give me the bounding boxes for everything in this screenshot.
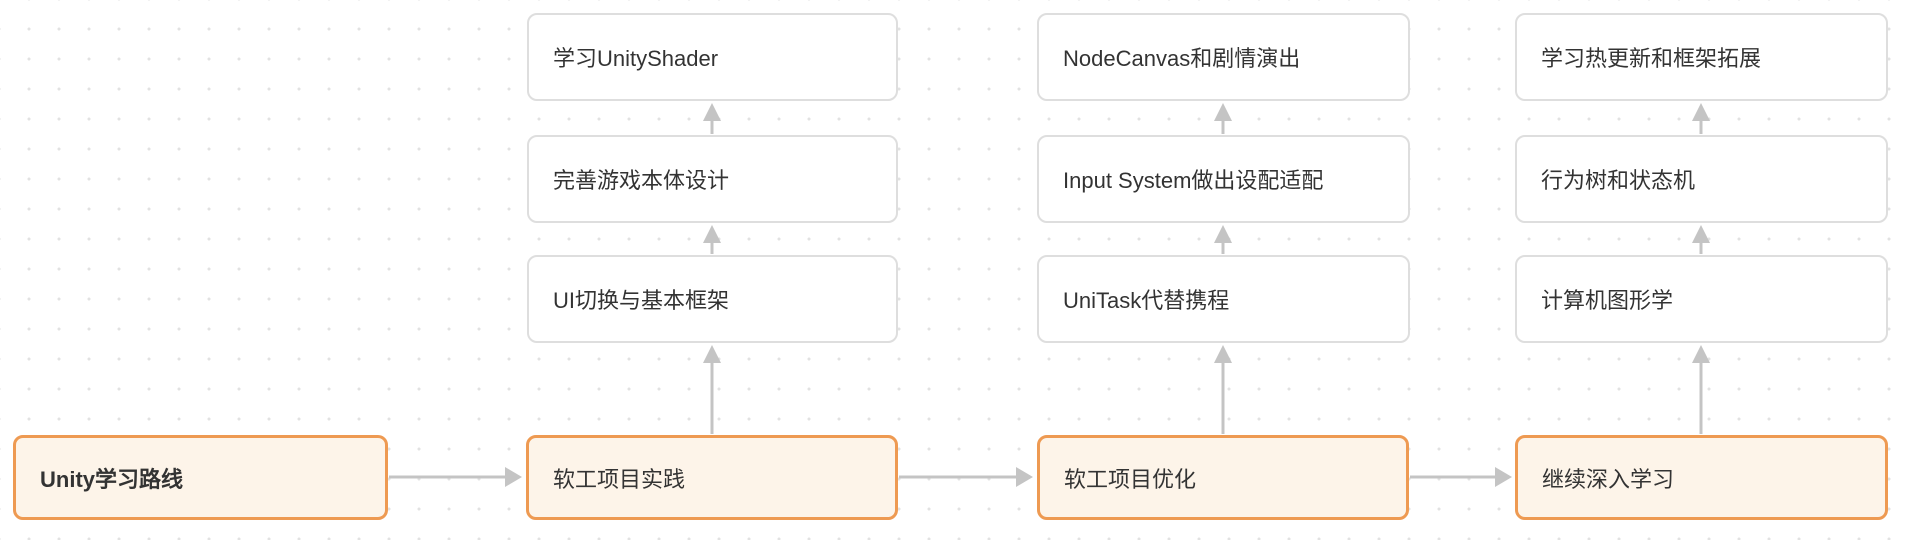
node-step-3-1-label: 计算机图形学 <box>1541 288 1674 313</box>
node-root-label: Unity学习路线 <box>40 466 184 492</box>
node-step-2-1-label: UniTask代替携程 <box>1063 288 1230 313</box>
node-step-1-1-label: UI切换与基本框架 <box>553 288 730 313</box>
node-root[interactable]: Unity学习路线 <box>13 435 388 520</box>
arrow-step-3-2-to-step-3-3 <box>1692 103 1710 134</box>
arrow-step-1-1-to-step-1-2 <box>703 225 721 254</box>
arrow-root-to-stage-1 <box>389 467 522 487</box>
node-step-2-2[interactable]: Input System做出设配适配 <box>1037 135 1410 223</box>
node-step-3-2[interactable]: 行为树和状态机 <box>1515 135 1888 223</box>
node-step-3-3-label: 学习热更新和框架拓展 <box>1541 46 1762 71</box>
arrow-step-3-1-to-step-3-2 <box>1692 225 1710 254</box>
node-stage-1[interactable]: 软工项目实践 <box>526 435 898 520</box>
arrow-stage-2-to-stage-3 <box>1410 467 1512 487</box>
node-stage-3[interactable]: 继续深入学习 <box>1515 435 1888 520</box>
arrow-stage-2-to-step-2-1 <box>1214 345 1232 434</box>
node-step-2-3[interactable]: NodeCanvas和剧情演出 <box>1037 13 1410 101</box>
node-step-1-2[interactable]: 完善游戏本体设计 <box>527 135 898 223</box>
arrow-step-2-1-to-step-2-2 <box>1214 225 1232 254</box>
node-stage-3-label: 继续深入学习 <box>1542 466 1675 492</box>
node-step-1-1[interactable]: UI切换与基本框架 <box>527 255 898 343</box>
arrow-stage-1-to-stage-2 <box>899 467 1033 487</box>
node-step-2-3-label: NodeCanvas和剧情演出 <box>1063 46 1301 71</box>
arrow-step-2-2-to-step-2-3 <box>1214 103 1232 134</box>
node-step-1-2-label: 完善游戏本体设计 <box>553 168 730 193</box>
node-step-3-3[interactable]: 学习热更新和框架拓展 <box>1515 13 1888 101</box>
node-step-1-3-label: 学习UnityShader <box>553 46 719 71</box>
arrow-stage-3-to-step-3-1 <box>1692 345 1710 434</box>
arrow-step-1-2-to-step-1-3 <box>703 103 721 134</box>
node-step-3-2-label: 行为树和状态机 <box>1541 168 1696 193</box>
node-step-2-1[interactable]: UniTask代替携程 <box>1037 255 1410 343</box>
arrow-stage-1-to-step-1-1 <box>703 345 721 434</box>
node-step-2-2-label: Input System做出设配适配 <box>1063 168 1324 193</box>
node-stage-2-label: 软工项目优化 <box>1064 466 1197 492</box>
node-step-1-3[interactable]: 学习UnityShader <box>527 13 898 101</box>
node-stage-1-label: 软工项目实践 <box>553 466 686 492</box>
node-step-3-1[interactable]: 计算机图形学 <box>1515 255 1888 343</box>
node-stage-2[interactable]: 软工项目优化 <box>1037 435 1409 520</box>
